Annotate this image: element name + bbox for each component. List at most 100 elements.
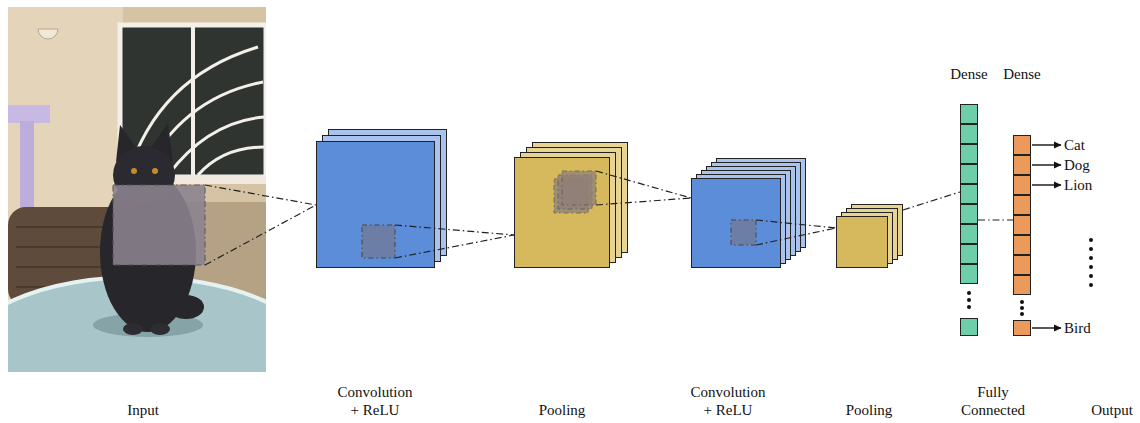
ellipsis-dot (967, 305, 971, 309)
neuron-cell (961, 125, 978, 144)
layer-heading-slot: Dense (950, 65, 988, 83)
class-label-slot: Lion (1064, 176, 1092, 194)
window-mullion (191, 25, 195, 177)
projection-line (903, 192, 960, 210)
neuron-cell (961, 185, 978, 204)
output-arrow (1032, 327, 1061, 328)
feature-map (692, 179, 781, 268)
projection-line (395, 225, 514, 258)
cat-paw (123, 323, 143, 335)
class-label-slot: Bird (1064, 319, 1091, 337)
layer-caption-slot: Pooling (846, 401, 893, 419)
layer-caption-slot: Convolution + ReLU (335, 383, 415, 419)
window-bar (168, 117, 264, 175)
stage-caption-slot: Output (1091, 401, 1133, 419)
dense-layer (1013, 135, 1031, 336)
ellipsis-dot (967, 298, 971, 302)
stage-caption: Output (1091, 401, 1133, 419)
neuron-cell (961, 319, 978, 336)
neuron-cell (961, 145, 978, 164)
layer-caption: Pooling (846, 401, 893, 419)
layer-stack: Pooling (514, 142, 628, 268)
ellipsis-dot (1020, 300, 1024, 304)
neuron-cell (961, 265, 978, 284)
projection-line-segment (756, 228, 836, 245)
ellipsis-dot (1020, 306, 1024, 310)
projection-line (978, 220, 1013, 221)
feature-map (837, 217, 888, 268)
stage-caption: Fully Connected (951, 383, 1035, 419)
neuron-cell (1014, 256, 1031, 275)
dense-layer (960, 104, 978, 336)
feature-map-stack (514, 142, 628, 268)
cat-paw (150, 323, 170, 335)
neuron-cell (961, 105, 978, 124)
input-image: Input (8, 7, 266, 372)
layer-stack: Convolution + ReLU (691, 158, 806, 268)
projection-line-segment (205, 185, 316, 205)
layer-heading-slot: Dense (1003, 65, 1041, 83)
class-label: Bird (1064, 319, 1091, 337)
ellipsis-dot (1089, 265, 1093, 269)
layer-caption: Input (127, 401, 159, 419)
layer-stack: Pooling (836, 204, 903, 268)
feature-map (515, 158, 610, 268)
projection-line (756, 220, 836, 245)
layer-caption: Convolution + ReLU (335, 383, 415, 419)
neuron-cell (1014, 236, 1031, 255)
pooling-window (562, 171, 596, 205)
neuron-cell (1014, 216, 1031, 235)
layer-caption-slot: Pooling (539, 401, 586, 419)
projection-line-segment (756, 220, 836, 228)
projection-line-segment (205, 205, 316, 265)
projection-line-segment (395, 225, 514, 235)
stage-caption-slot: Fully Connected (951, 383, 1035, 419)
ellipsis-dot (1089, 283, 1093, 287)
kernel-window (731, 220, 756, 245)
ellipsis-dot (967, 291, 971, 295)
projection-line-segment (903, 192, 960, 210)
output-arrow (1032, 184, 1061, 185)
feature-map-stack (316, 129, 447, 268)
neuron-cell (1014, 156, 1031, 175)
projection-line (205, 185, 316, 265)
projection-line-segment (596, 171, 691, 198)
layer-caption: Convolution + ReLU (688, 383, 768, 419)
layer-caption-slot: Convolution + ReLU (688, 383, 768, 419)
feature-map (317, 142, 435, 268)
chair-leg (20, 121, 34, 221)
layer-heading: Dense (1003, 65, 1041, 83)
ellipsis-dot (1020, 312, 1024, 316)
projection-line-segment (596, 198, 691, 205)
neuron-cell (1014, 136, 1031, 155)
receptive-field (113, 185, 205, 265)
neuron-cell (1014, 321, 1031, 336)
class-label-slot: Cat (1064, 136, 1085, 154)
class-label: Dog (1064, 156, 1090, 174)
projection-line-segment (978, 219, 1013, 220)
neuron-cell (961, 225, 978, 244)
dense-layer-node: Dense (1013, 135, 1031, 336)
output-arrow (1032, 164, 1061, 165)
class-label: Cat (1064, 136, 1085, 154)
class-label-slot: Dog (1064, 156, 1090, 174)
input-photo (8, 7, 266, 372)
neuron-cell (961, 165, 978, 184)
neuron-cell (1014, 276, 1031, 295)
cat-eye (152, 168, 158, 174)
dense-layer-node: Dense (960, 104, 978, 336)
layer-stack: Convolution + ReLU (316, 129, 447, 268)
ellipsis-dot (1089, 274, 1093, 278)
cat-tail (168, 295, 204, 319)
class-label: Lion (1064, 176, 1092, 194)
cat-eye (131, 168, 137, 174)
projection-line (596, 171, 691, 205)
chair-back (8, 105, 50, 123)
layer-caption-slot: Input (127, 401, 159, 419)
wall-lamp (38, 29, 58, 39)
kernel-window (362, 225, 395, 258)
neuron-cell (961, 205, 978, 224)
layer-caption: Pooling (539, 401, 586, 419)
